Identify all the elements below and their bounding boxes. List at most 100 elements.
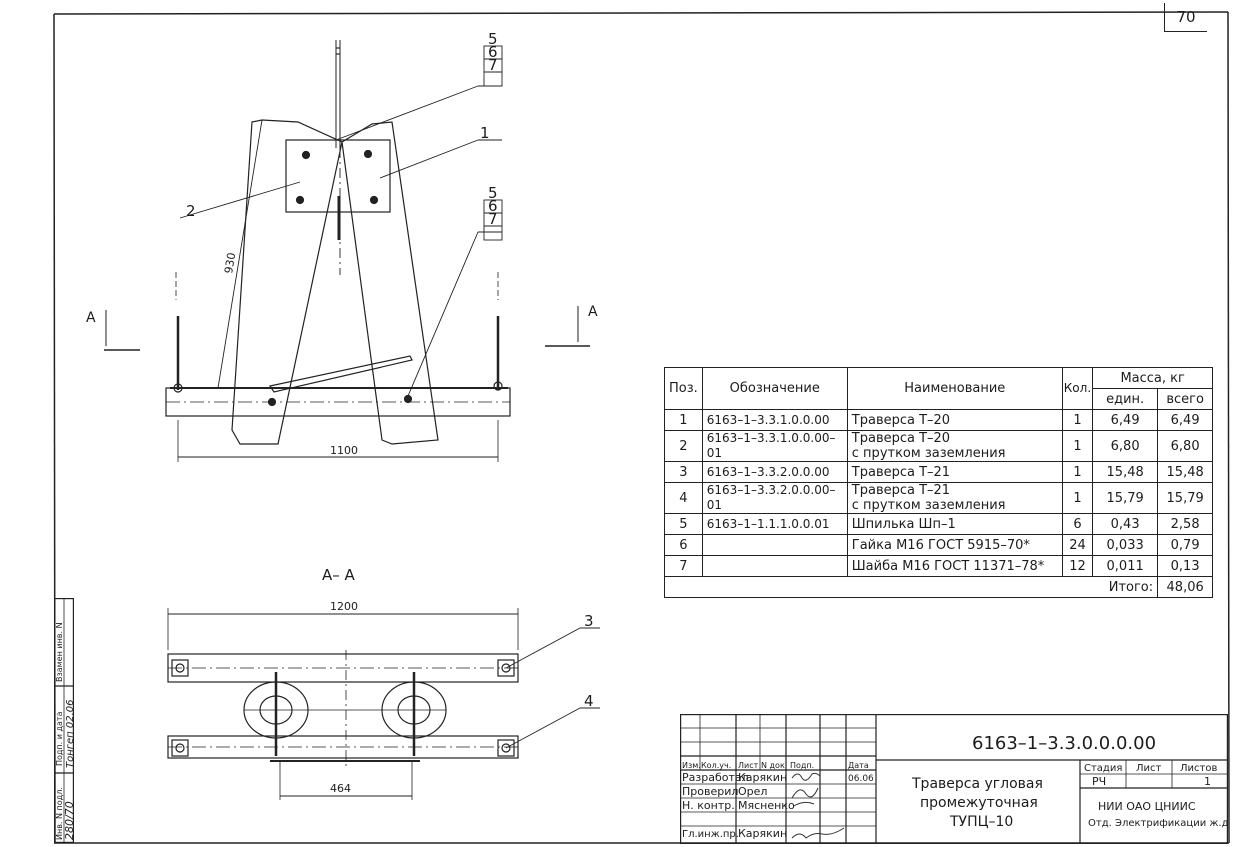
row-name: Шпилька Шп–1 [846, 513, 1063, 535]
callout-5-mid: 5 [488, 184, 498, 202]
side-podp-data: Подп. и дата [55, 711, 64, 766]
section-view-labels: А– А 1200 464 3 4 [322, 566, 594, 795]
row-name: Гайка М16 ГОСТ 5915–70* [846, 534, 1063, 556]
row-designation: 6163–1–3.3.2.0.0.00–01 [701, 482, 848, 514]
header-pos: Поз. [664, 367, 703, 410]
section-title: А– А [322, 566, 356, 584]
title-line-3: ТУПЦ–10 [949, 814, 1013, 830]
row-designation: 6163–1–3.3.2.0.0.00 [701, 461, 848, 483]
row-mass-total: 6,49 [1157, 409, 1214, 431]
section-mark-right: A [588, 304, 598, 320]
side-stamp: Взамен инв. N Подп. и дата Инв. N подл. … [54, 598, 74, 843]
name-checker: Орел [738, 785, 767, 798]
row-designation: 6163–1–1.1.1.0.0.01 [701, 513, 848, 535]
side-inv-value: 280/70 [63, 801, 74, 840]
row-mass-unit: 0,011 [1092, 555, 1159, 577]
row-mass-total: 0,79 [1157, 534, 1214, 556]
row-name-line2: с прутком заземления [851, 446, 1006, 461]
callout-7-mid: 7 [488, 210, 498, 228]
row-name-line1: Траверса Т–20 [851, 431, 951, 446]
row-mass-unit: 6,49 [1092, 409, 1159, 431]
date-developer: 06.06 [848, 774, 874, 784]
total-label: Итого: [663, 576, 1159, 598]
row-qty: 24 [1061, 534, 1094, 556]
row-name-line1: Гайка М16 ГОСТ 5915–70* [851, 537, 1030, 553]
title-block: Изм. Кол.уч. Лист N док. Подп. Дата Разр… [680, 714, 1228, 844]
row-mass-unit: 6,80 [1092, 430, 1159, 462]
row-designation: 6163–1–3.3.1.0.0.00 [701, 409, 848, 431]
header-qty: Кол. [1061, 367, 1094, 410]
row-name-line2: с прутком заземления [851, 498, 1006, 513]
row-name-line1: Траверса Т–21 [851, 483, 951, 498]
row-name: Траверса Т–21 [846, 461, 1063, 483]
row-name-line1: Траверса Т–20 [851, 412, 951, 428]
total-value: 48,06 [1157, 576, 1214, 598]
row-pos: 7 [664, 555, 703, 577]
stage-value: РЧ [1092, 775, 1106, 788]
row-name-line1: Шайба М16 ГОСТ 11371–78* [851, 558, 1045, 574]
top-view-labels: 5 6 7 1 2 5 6 7 930 1100 A A [86, 30, 598, 457]
callout-5-top: 5 [488, 30, 498, 48]
sheet-number: 70 [1164, 3, 1207, 32]
col-list: Лист [738, 761, 759, 770]
row-name: Шайба М16 ГОСТ 11371–78* [846, 555, 1063, 577]
sheets-label: Листов [1180, 763, 1217, 774]
callout-6-top: 6 [488, 43, 498, 61]
specification-table: Поз. Обозначение Наименование Кол. Масса… [663, 367, 1214, 598]
row-mass-total: 15,48 [1157, 461, 1214, 483]
dim-1200: 1200 [330, 600, 358, 613]
header-name: Наименование [846, 367, 1063, 410]
side-inv-podl: Инв. N подл. [55, 787, 64, 840]
header-mass: Масса, кг [1092, 367, 1214, 389]
row-qty: 12 [1061, 555, 1094, 577]
col-data: Дата [848, 761, 869, 770]
header-designation: Обозначение [701, 367, 848, 410]
callout-2: 2 [186, 202, 196, 220]
callout-1: 1 [480, 124, 490, 142]
row-qty: 1 [1061, 430, 1094, 462]
doc-code: 6163–1–3.3.0.0.0.00 [972, 733, 1156, 754]
top-view [104, 40, 590, 462]
col-podp: Подп. [790, 761, 814, 770]
stage-label: Стадия [1084, 763, 1122, 774]
role-developer: Разработал [682, 771, 749, 784]
col-ndok: N док. [761, 761, 787, 770]
row-mass-unit: 15,48 [1092, 461, 1159, 483]
row-name: Траверса Т–20 [846, 409, 1063, 431]
row-pos: 5 [664, 513, 703, 535]
row-qty: 1 [1061, 409, 1094, 431]
role-norm-control: Н. контр. [682, 799, 735, 812]
row-designation [701, 555, 848, 577]
row-qty: 6 [1061, 513, 1094, 535]
row-mass-unit: 0,43 [1092, 513, 1159, 535]
row-mass-unit: 15,79 [1092, 482, 1159, 514]
row-designation [701, 534, 848, 556]
callout-4: 4 [584, 692, 594, 710]
signatures [791, 772, 845, 839]
row-pos: 2 [664, 430, 703, 462]
row-mass-total: 0,13 [1157, 555, 1214, 577]
side-vzam: Взамен инв. N [55, 622, 64, 682]
header-mass-total: всего [1157, 388, 1214, 410]
dim-1100: 1100 [330, 444, 358, 457]
name-norm-control: Мясненко [738, 799, 795, 812]
row-pos: 4 [664, 482, 703, 514]
row-pos: 6 [664, 534, 703, 556]
sheets-value: 1 [1204, 775, 1211, 788]
callout-7-top: 7 [488, 56, 498, 74]
org-line-1: НИИ ОАО ЦНИИС [1098, 800, 1196, 813]
callout-6-mid: 6 [488, 197, 498, 215]
name-developer: Карякин [738, 771, 787, 784]
row-mass-unit: 0,033 [1092, 534, 1159, 556]
row-mass-total: 6,80 [1157, 430, 1214, 462]
col-izm: Изм. [682, 761, 701, 770]
role-checker: Проверил [682, 785, 738, 798]
